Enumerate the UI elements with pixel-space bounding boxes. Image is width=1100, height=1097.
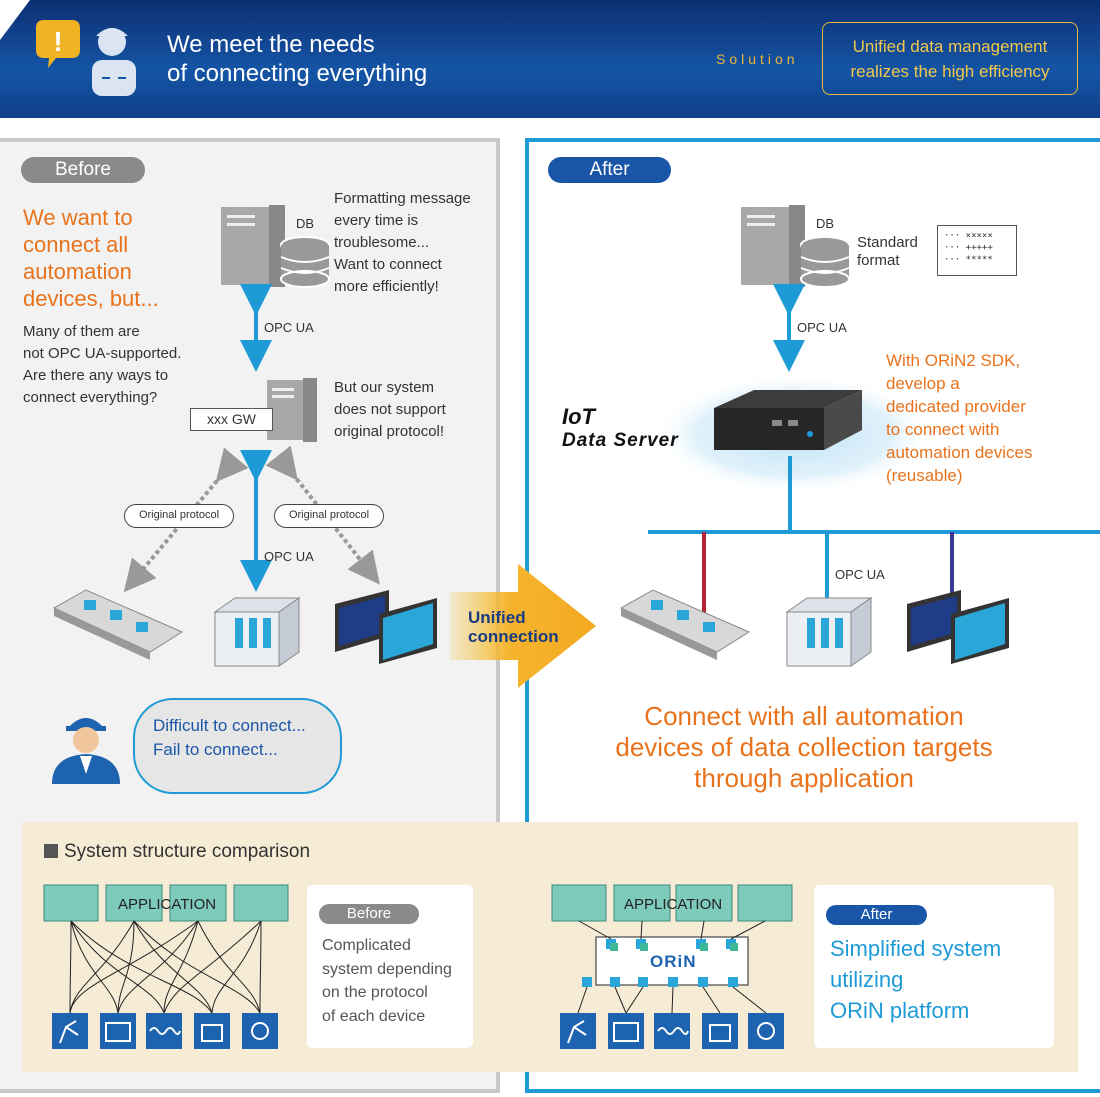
after-card-line: utilizing [830,967,904,992]
header-title-line2: of connecting everything [167,60,428,87]
monitor-icon [335,590,437,664]
after-pill: After [548,157,671,183]
gateway-label: xxx GW [190,408,273,431]
before-body-line: Many of them are [23,323,140,340]
before-structure-diagram [43,884,289,1049]
before-opcua-top: OPC UA [264,320,314,335]
format-row: ··· ××××× [944,231,993,241]
corner-notch [0,0,30,40]
worker-icon [52,718,120,784]
db-note-line: troublesome... [334,234,430,251]
after-card-line: ORiN platform [830,998,970,1023]
gateway-note: But our system does not support original… [334,377,446,443]
before-card-line: system depending [322,960,452,978]
before-card-pill: Before [319,904,419,924]
before-db-note: Formatting message every time is trouble… [334,188,471,298]
before-headline: We want to connect all automation device… [23,204,159,312]
alert-worker-icon: ! [36,20,136,96]
original-protocol-right: Original protocol [274,504,384,528]
after-db-label: DB [816,216,835,231]
before-body-line: not OPC UA-supported. [23,345,182,362]
standard-format-box: ··· ××××× ··· +++++ ··· ***** [937,225,1017,276]
before-card-body: Complicated system depending on the prot… [322,934,452,1028]
orin-logo: ORiN [650,952,697,971]
std-format-line: format [857,252,900,269]
after-card-line: Simplified system [830,936,1002,961]
unified-data-box: Unified data management realizes the hig… [822,22,1078,95]
before-application-label: APPLICATION [118,896,217,913]
format-row: ··· +++++ [944,243,993,253]
before-opcua-bottom: OPC UA [264,549,314,564]
orin-note-line: develop a [886,374,960,393]
arrow-line2: connection [468,627,559,646]
conveyor-icon [619,589,751,660]
unified-connection-arrow [450,564,596,688]
before-db-label: DB [296,216,315,231]
db-note-line: Want to connect [334,256,442,273]
after-opcua-device: OPC UA [835,567,885,582]
orin-note-line: dedicated provider [886,397,1026,416]
format-row: ··· ***** [944,255,993,265]
iot-logo-line1: IoT [562,404,595,429]
comparison-title-text: System structure comparison [64,841,311,862]
before-headline-line: automation [23,259,132,284]
before-body-line: connect everything? [23,389,158,406]
gateway-server-icon [267,378,317,442]
svg-text:!: ! [53,26,62,57]
plc-icon [213,597,301,667]
orin-note-line: automation devices [886,443,1033,462]
orin-note-line: (reusable) [886,466,963,485]
after-application-label: APPLICATION [624,896,723,913]
after-card-body: Simplified system utilizing ORiN platfor… [830,933,1001,1026]
conveyor-icon [52,589,184,660]
solution-label: Solution [716,51,799,67]
standard-format-label: Standard format [857,234,918,270]
before-headline-line: connect all [23,232,129,257]
unified-connection-label: Unified connection [468,608,559,646]
server-db-icon [221,205,330,288]
gw-note-line: original protocol! [334,423,445,440]
header-banner: ! We meet the needs of connecting everyt… [0,0,1100,118]
bubble-line: Fail to connect... [153,740,278,759]
before-pill: Before [21,157,145,183]
db-note-line: every time is [334,212,419,229]
original-protocol-left: Original protocol [124,504,234,528]
before-body: Many of them are not OPC UA-supported. A… [23,321,181,409]
before-headline-line: We want to [23,205,133,230]
orin-note-line: With ORiN2 SDK, [886,351,1021,370]
before-card-line: of each device [322,1007,426,1025]
header-title-line1: We meet the needs [167,31,375,58]
orin-sdk-note: With ORiN2 SDK, develop a dedicated prov… [886,349,1032,487]
unified-line2: realizes the high efficiency [850,62,1050,81]
iot-server-box-icon [714,390,862,450]
gw-note-line: does not support [334,401,446,418]
before-headline-line: devices, but... [23,286,159,311]
server-db-icon [741,205,850,288]
connect-all-text: Connect with all automation devices of d… [560,701,1048,794]
iot-logo-line2: Data Server [562,430,679,451]
monitor-icon [907,590,1009,664]
header-title: We meet the needs of connecting everythi… [167,30,427,88]
db-note-line: Formatting message [334,190,471,207]
gw-note-line: But our system [334,379,435,396]
std-format-line: Standard [857,234,918,251]
before-card-line: Complicated [322,937,411,954]
arrow-line1: Unified [468,608,526,627]
connect-line: through application [694,763,914,793]
difficult-bubble: Difficult to connect... Fail to connect.… [133,698,342,794]
unified-line1: Unified data management [852,37,1048,56]
after-opcua-top: OPC UA [797,320,847,335]
plc-icon [785,597,873,667]
square-bullet-icon [44,844,58,858]
orin-note-line: to connect with [886,420,1000,439]
before-card-line: on the protocol [322,984,428,1001]
after-card-pill: After [826,905,927,925]
comparison-title: System structure comparison [44,841,310,863]
connect-line: Connect with all automation [644,701,964,731]
after-structure-diagram [551,884,793,1049]
before-body-line: Are there any ways to [23,367,169,384]
connect-line: devices of data collection targets [615,732,993,762]
db-note-line: more efficiently! [334,278,439,295]
bubble-line: Difficult to connect... [153,716,306,735]
